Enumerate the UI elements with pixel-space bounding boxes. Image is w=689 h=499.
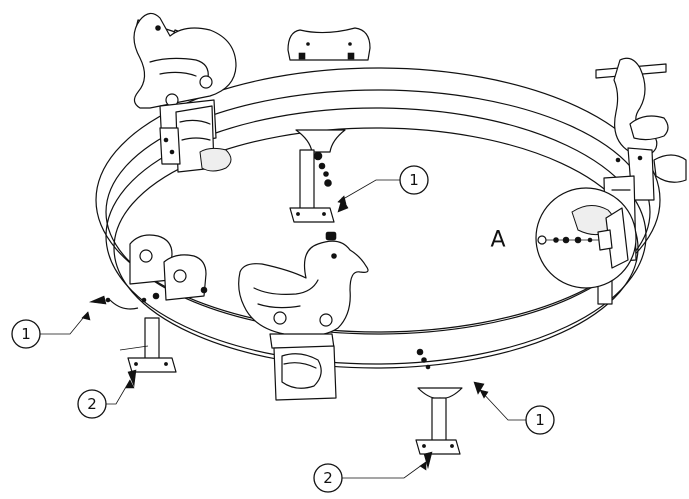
callout-circle [313, 463, 343, 493]
callout-1-right-post: 1 [479, 389, 555, 435]
ring-rail [95, 67, 661, 369]
callout-circle [525, 405, 555, 435]
post-front-left [88, 295, 177, 388]
callout-1-left-post: 1 [11, 311, 91, 349]
callout-2-right-post: 2 [313, 461, 427, 493]
callout-number: 1 [535, 411, 545, 429]
duck-rider-back-left [133, 12, 237, 173]
callout-circle [11, 319, 41, 349]
post-front-right [415, 381, 485, 470]
callout-circle [77, 389, 107, 419]
detail-a-magnifier [535, 187, 637, 289]
callout-number: 1 [21, 325, 31, 343]
callout-number: 1 [409, 171, 419, 189]
callout-circle [399, 165, 429, 195]
detail-a-label: A [490, 228, 505, 253]
callout-number: 2 [87, 395, 97, 413]
callout-1-center-post: 1 [337, 165, 429, 205]
seat-panels-left [129, 234, 208, 303]
callout-number: 2 [323, 469, 333, 487]
duck-rider-front [238, 231, 431, 401]
callout-2-left-post: 2 [77, 379, 135, 419]
center-post-assembly [287, 27, 371, 223]
